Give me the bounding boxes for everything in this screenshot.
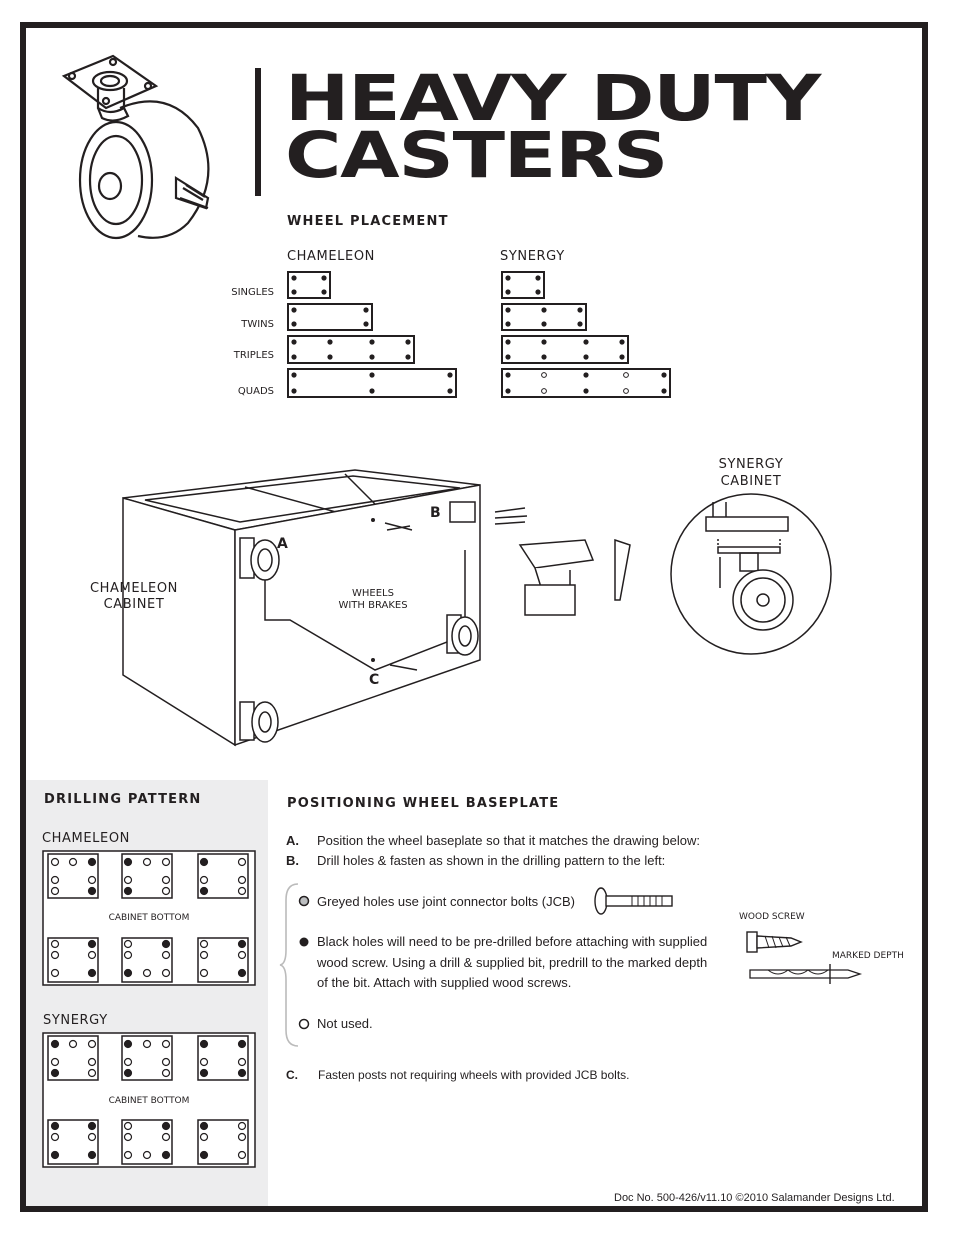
- step-c-letter: C.: [286, 1068, 298, 1082]
- chameleon-drilling-diagram: [42, 850, 256, 986]
- brace-icon: [279, 883, 299, 1047]
- label-b: B: [430, 505, 442, 521]
- drill-bit-icon: [749, 964, 863, 984]
- step-a-letter: A.: [286, 833, 299, 848]
- step-c-text: Fasten posts not requiring wheels with p…: [318, 1068, 630, 1082]
- grey-holes-text: Greyed holes use joint connector bolts (…: [317, 894, 575, 909]
- wood-screw-icon: [746, 931, 803, 953]
- not-used-text: Not used.: [317, 1016, 373, 1031]
- label-a: A: [277, 536, 290, 552]
- synergy-drilling-diagram: [42, 1032, 256, 1168]
- caster-illustration: [61, 54, 210, 240]
- drilling-pattern-heading: DRILLING PATTERN: [44, 792, 202, 807]
- synergy-column-label: SYNERGY: [500, 249, 565, 264]
- synergy-cabinet-label: SYNERGY CABINET: [718, 457, 784, 489]
- row-label-quads: QUADS: [237, 386, 274, 397]
- chameleon-cabinet-label: CHAMELEON CABINET: [90, 581, 178, 612]
- wheel-placement-heading: WHEEL PLACEMENT: [287, 214, 449, 229]
- wheels-with-brakes-label: WHEELS WITH BRAKES: [338, 588, 408, 611]
- step-a-text: Position the wheel baseplate so that it …: [317, 833, 701, 848]
- grey-hole-icon: [298, 895, 310, 907]
- marked-depth-label: MARKED DEPTH: [832, 951, 904, 961]
- page-title: HEAVY DUTY CASTERS: [285, 62, 821, 192]
- chameleon-column-label: CHAMELEON: [287, 249, 375, 264]
- drilling-chameleon-label: CHAMELEON: [42, 831, 130, 846]
- row-label-singles: SINGLES: [231, 287, 274, 298]
- chameleon-cabinet-bottom-label: CABINET BOTTOM: [108, 913, 190, 923]
- unused-hole-icon: [298, 1018, 310, 1030]
- step-b-letter: B.: [286, 853, 299, 868]
- positioning-heading: POSITIONING WHEEL BASEPLATE: [287, 796, 560, 811]
- drilling-synergy-label: SYNERGY: [43, 1013, 108, 1028]
- black-holes-text: Black holes will need to be pre-drilled …: [317, 934, 708, 990]
- black-hole-icon: [299, 937, 309, 947]
- title-rule: [255, 68, 261, 196]
- page-border: [20, 22, 928, 1212]
- cabinet-assembly-illustration: [122, 469, 631, 747]
- wheel-placement-diagrams: [287, 271, 671, 398]
- synergy-cabinet-bottom-label: CABINET BOTTOM: [108, 1096, 190, 1106]
- row-label-twins: TWINS: [241, 319, 274, 330]
- wood-screw-label: WOOD SCREW: [739, 912, 805, 922]
- doc-number: Doc No. 500-426/v11.10 ©2010 Salamander …: [614, 1192, 895, 1204]
- synergy-detail-circle: [670, 493, 832, 655]
- label-c: C: [369, 672, 381, 688]
- row-label-triples: TRIPLES: [233, 350, 274, 361]
- jcb-bolt-icon: [594, 887, 673, 915]
- step-b-text: Drill holes & fasten as shown in the dri…: [317, 853, 666, 868]
